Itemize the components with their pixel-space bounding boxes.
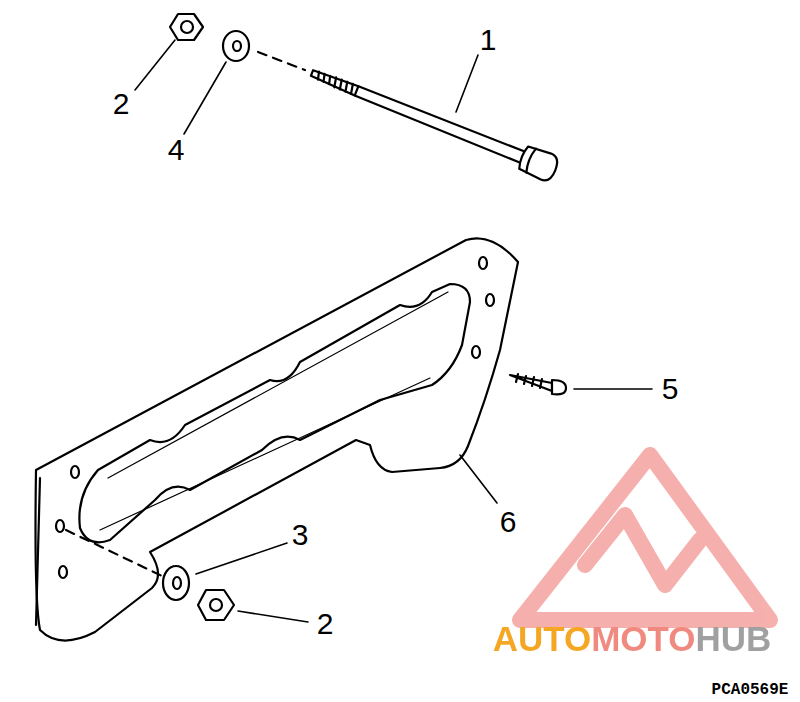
screw: [510, 374, 566, 394]
bolt: [307, 60, 561, 183]
nut: [198, 590, 234, 620]
callout-number: 3: [292, 520, 309, 550]
figure-code: PCA0569E: [712, 682, 789, 698]
watermark-logo: [520, 455, 770, 620]
callout-number: 5: [662, 374, 679, 404]
plate: [36, 238, 519, 640]
callout-number: 2: [317, 609, 334, 639]
washer: [223, 31, 249, 61]
callout-number: 6: [500, 507, 517, 537]
leader-lines: [135, 40, 652, 622]
callout-number: 4: [168, 135, 185, 165]
nut: [170, 14, 203, 40]
callout-number: 1: [480, 25, 497, 55]
washer: [163, 566, 189, 600]
watermark: AUTOMOTOHUB: [493, 621, 772, 656]
callout-number: 2: [113, 89, 130, 119]
